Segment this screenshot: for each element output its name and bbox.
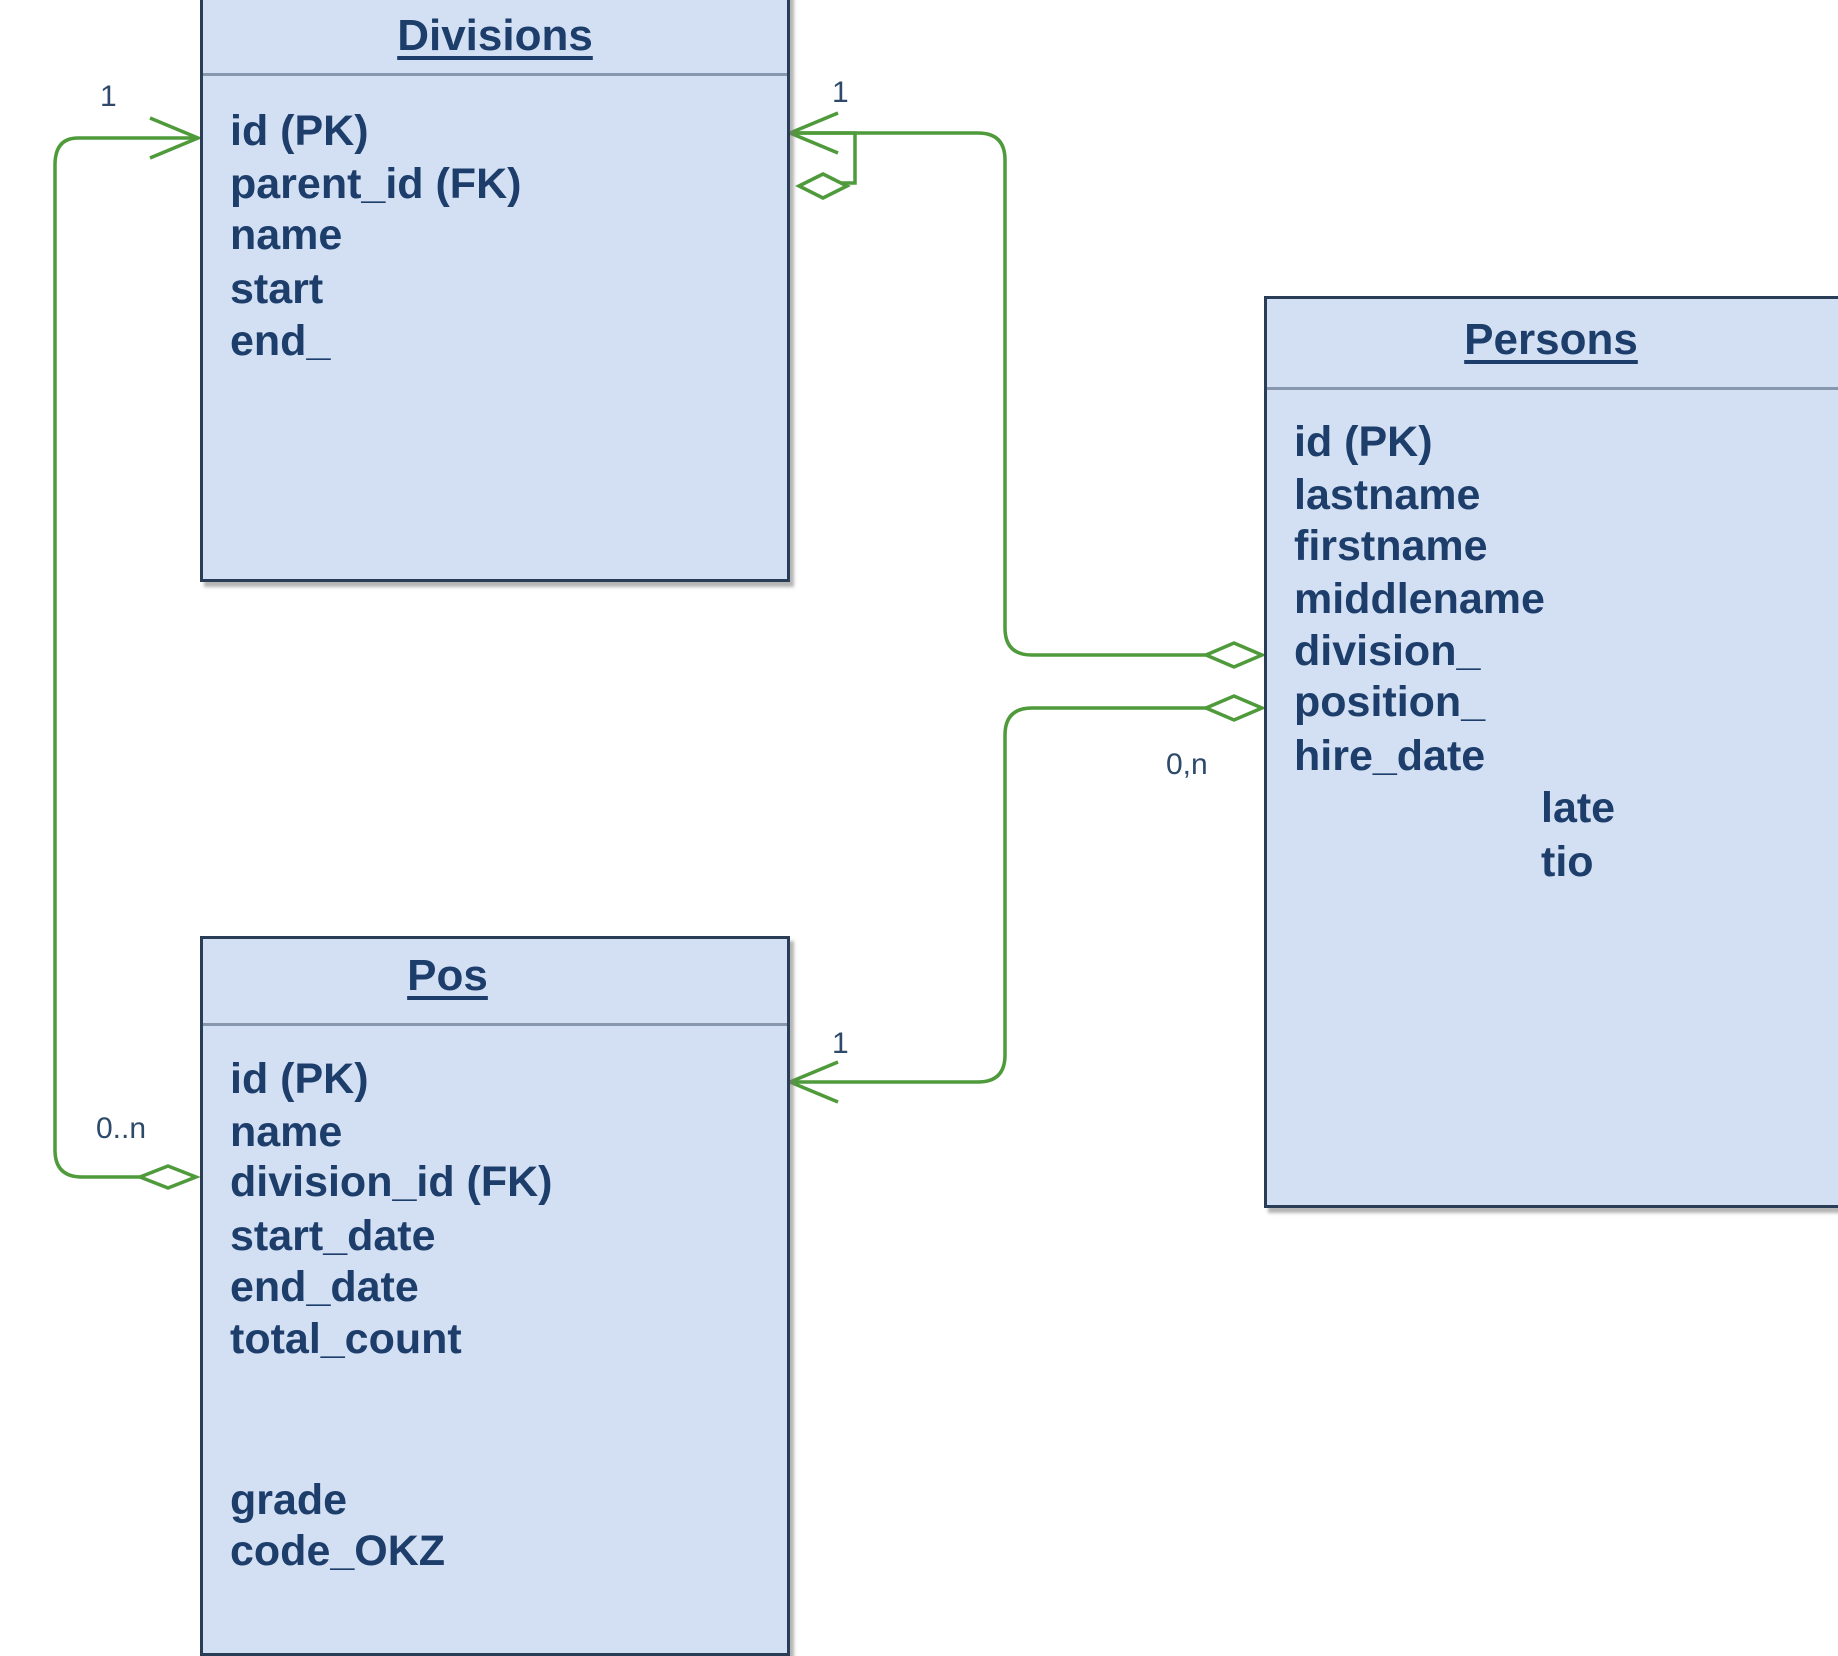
multiplicity-divisions-right: 1 xyxy=(832,76,849,109)
pos-attr-start-date: start_date xyxy=(230,1212,436,1260)
connector-pos-persons xyxy=(790,706,1206,1084)
persons-separator xyxy=(1267,387,1838,390)
pos-attr-name: name xyxy=(230,1108,343,1156)
aggregation-diamond-persons-position xyxy=(1201,694,1267,722)
multiplicity-pos-left: 0..n xyxy=(96,1112,147,1145)
multiplicity-persons: 0,n xyxy=(1166,748,1208,781)
pos-attr-grade: grade xyxy=(230,1476,348,1524)
pos-separator xyxy=(203,1023,787,1026)
persons-attr-firstname: firstname xyxy=(1294,522,1488,570)
divisions-separator xyxy=(203,73,787,76)
pos-attr-total-count: total_count xyxy=(230,1315,462,1363)
divisions-attr-name: name xyxy=(230,211,343,259)
multiplicity-divisions-left: 1 xyxy=(100,80,117,113)
divisions-attr-id: id (PK) xyxy=(230,107,369,155)
persons-attr-id: id (PK) xyxy=(1294,418,1433,466)
divisions-entity[interactable]: Divisions id (PK) parent_id (FK) name st… xyxy=(200,0,790,582)
pos-attr-id: id (PK) xyxy=(230,1055,369,1103)
persons-entity[interactable]: Persons id (PK) lastname firstname middl… xyxy=(1264,296,1838,1208)
connector-divisions-persons xyxy=(790,131,1206,657)
pos-entity[interactable]: Pos id (PK) name division_id (FK) start_… xyxy=(200,936,790,1656)
pos-title: Pos xyxy=(407,951,488,1000)
divisions-title: Divisions xyxy=(397,11,593,60)
persons-attr-hire-date: hire_date xyxy=(1294,732,1486,780)
divisions-attr-start: start xyxy=(230,265,324,313)
persons-attr-lastname: lastname xyxy=(1294,471,1481,519)
divisions-attr-parent-id: parent_id (FK) xyxy=(230,160,522,208)
aggregation-diamond-persons-division xyxy=(1201,641,1267,669)
persons-attr-tio: tio xyxy=(1541,838,1594,886)
open-arrowhead-pos-right xyxy=(785,1060,839,1104)
persons-attr-late: late xyxy=(1541,784,1616,832)
divisions-attr-end: end_ xyxy=(230,317,331,365)
connector-divisions-pos xyxy=(53,136,198,1179)
open-arrowhead-divisions-left xyxy=(149,116,203,160)
persons-attr-position: position_ xyxy=(1294,678,1486,726)
multiplicity-pos-right: 1 xyxy=(832,1027,849,1060)
persons-attr-middlename: middlename xyxy=(1294,575,1545,623)
connectors xyxy=(53,111,1267,1190)
open-arrowhead-divisions-right xyxy=(785,111,839,155)
persons-attr-division: division_ xyxy=(1294,627,1481,675)
pos-attr-end-date: end_date xyxy=(230,1263,419,1311)
aggregation-diamond-divisions-self xyxy=(795,172,851,200)
pos-attr-division-id: division_id (FK) xyxy=(230,1158,553,1206)
pos-attr-code-okz: code_OKZ xyxy=(230,1527,446,1575)
aggregation-diamond-pos-left xyxy=(135,1164,201,1190)
persons-title: Persons xyxy=(1464,315,1638,364)
